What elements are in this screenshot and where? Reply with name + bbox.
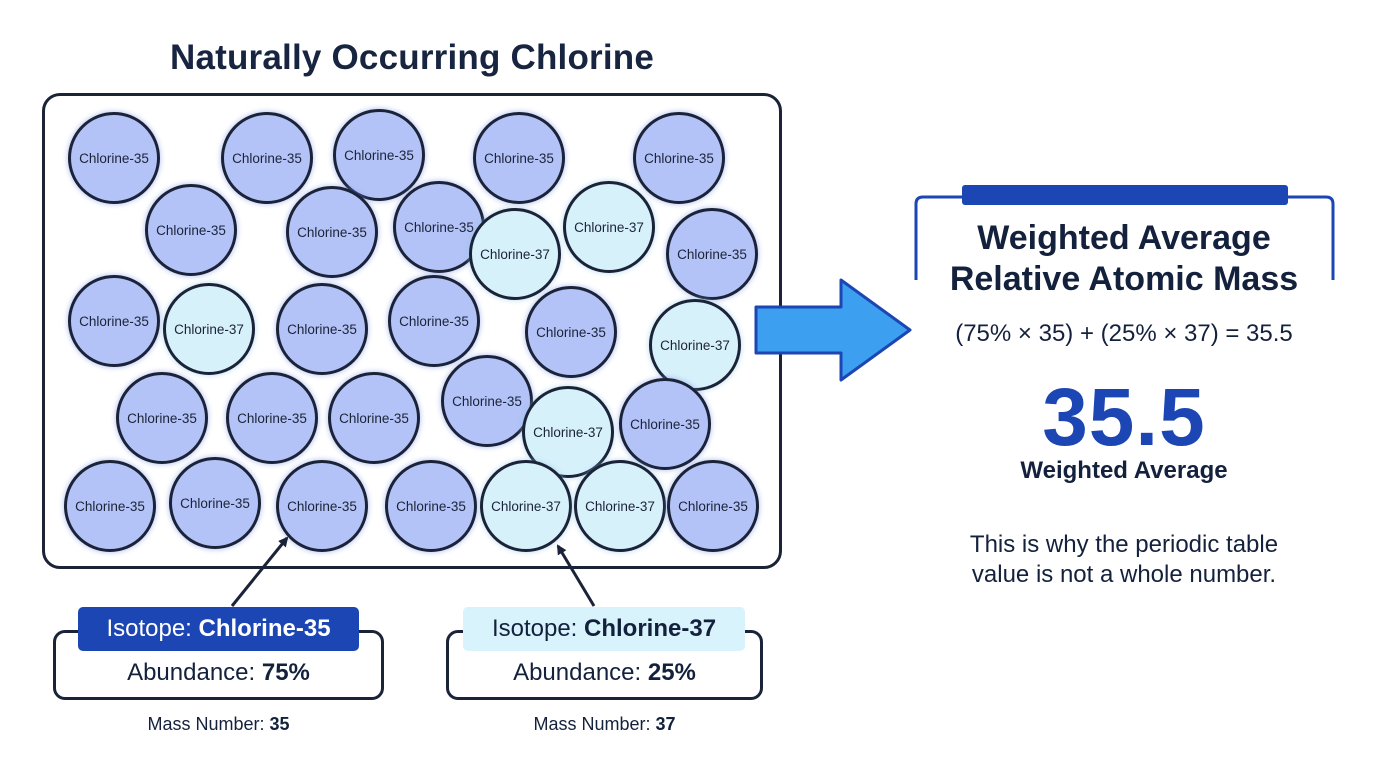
atom-chlorine-37: Chlorine-37 (163, 283, 255, 375)
atom-chlorine-35: Chlorine-35 (441, 355, 533, 447)
atom-chlorine-35: Chlorine-35 (145, 184, 237, 276)
isotope-tag-chlorine-37: Isotope: Chlorine-37 (463, 607, 745, 651)
abundance-value: 75% (261, 659, 310, 686)
weighted-average-formula: (75% × 35) + (25% × 37) = 35.5 (955, 320, 1293, 347)
panel-title-line-2: Relative Atomic Mass (949, 260, 1299, 298)
atom-chlorine-35: Chlorine-35 (68, 275, 160, 367)
atom-chlorine-35: Chlorine-35 (276, 283, 368, 375)
atom-chlorine-35: Chlorine-35 (633, 112, 725, 204)
isotope-tag-prefix: Isotope: (491, 615, 585, 642)
atom-chlorine-35: Chlorine-35 (666, 208, 758, 300)
mass-number-prefix: Mass Number: (533, 714, 656, 734)
atom-chlorine-35: Chlorine-35 (226, 372, 318, 464)
atom-chlorine-35: Chlorine-35 (286, 186, 378, 278)
atom-chlorine-35: Chlorine-35 (221, 112, 313, 204)
panel-title-line-1: Weighted Average (977, 219, 1271, 257)
abundance-prefix: Abundance: (127, 659, 262, 686)
explanation-line-1: This is why the periodic table (969, 531, 1279, 558)
atom-chlorine-35: Chlorine-35 (525, 286, 617, 378)
atom-chlorine-35: Chlorine-35 (619, 378, 711, 470)
mass-number-value: 35 (269, 714, 290, 734)
atom-chlorine-35: Chlorine-35 (667, 460, 759, 552)
atom-chlorine-35: Chlorine-35 (473, 112, 565, 204)
atom-chlorine-35: Chlorine-35 (276, 460, 368, 552)
atom-chlorine-35: Chlorine-35 (169, 457, 261, 549)
weighted-average-label: Weighted Average (1020, 457, 1228, 484)
atom-chlorine-37: Chlorine-37 (469, 208, 561, 300)
abundance-prefix: Abundance: (513, 659, 648, 686)
atom-chlorine-35: Chlorine-35 (328, 372, 420, 464)
atom-chlorine-35: Chlorine-35 (333, 109, 425, 201)
atom-chlorine-37: Chlorine-37 (480, 460, 572, 552)
mass-number-value: 37 (655, 714, 676, 734)
mass-number-chlorine-35: Mass Number: 35 (53, 714, 384, 735)
atom-chlorine-37: Chlorine-37 (522, 386, 614, 478)
diagram-title: Naturally Occurring Chlorine (169, 38, 655, 77)
panel-header-bar (962, 185, 1288, 205)
atom-chlorine-35: Chlorine-35 (64, 460, 156, 552)
abundance-value: 25% (647, 659, 696, 686)
explanation-line-2: value is not a whole number. (971, 561, 1277, 588)
weighted-average-value: 35.5 (1042, 372, 1206, 463)
atom-chlorine-35: Chlorine-35 (385, 460, 477, 552)
isotope-tag-name: Chlorine-35 (198, 615, 331, 642)
atom-chlorine-35: Chlorine-35 (68, 112, 160, 204)
atom-chlorine-35: Chlorine-35 (116, 372, 208, 464)
atom-chlorine-35: Chlorine-35 (388, 275, 480, 367)
isotope-tag-name: Chlorine-37 (584, 615, 717, 642)
isotope-tag-prefix: Isotope: (106, 615, 199, 642)
mass-number-chlorine-37: Mass Number: 37 (446, 714, 763, 735)
isotope-tag-chlorine-35: Isotope: Chlorine-35 (78, 607, 359, 651)
atom-chlorine-37: Chlorine-37 (563, 181, 655, 273)
explanation-text: This is why the periodic table value is … (912, 530, 1336, 590)
mass-number-prefix: Mass Number: (147, 714, 270, 734)
panel-title: Weighted Average Relative Atomic Mass (912, 218, 1336, 300)
atom-chlorine-37: Chlorine-37 (574, 460, 666, 552)
